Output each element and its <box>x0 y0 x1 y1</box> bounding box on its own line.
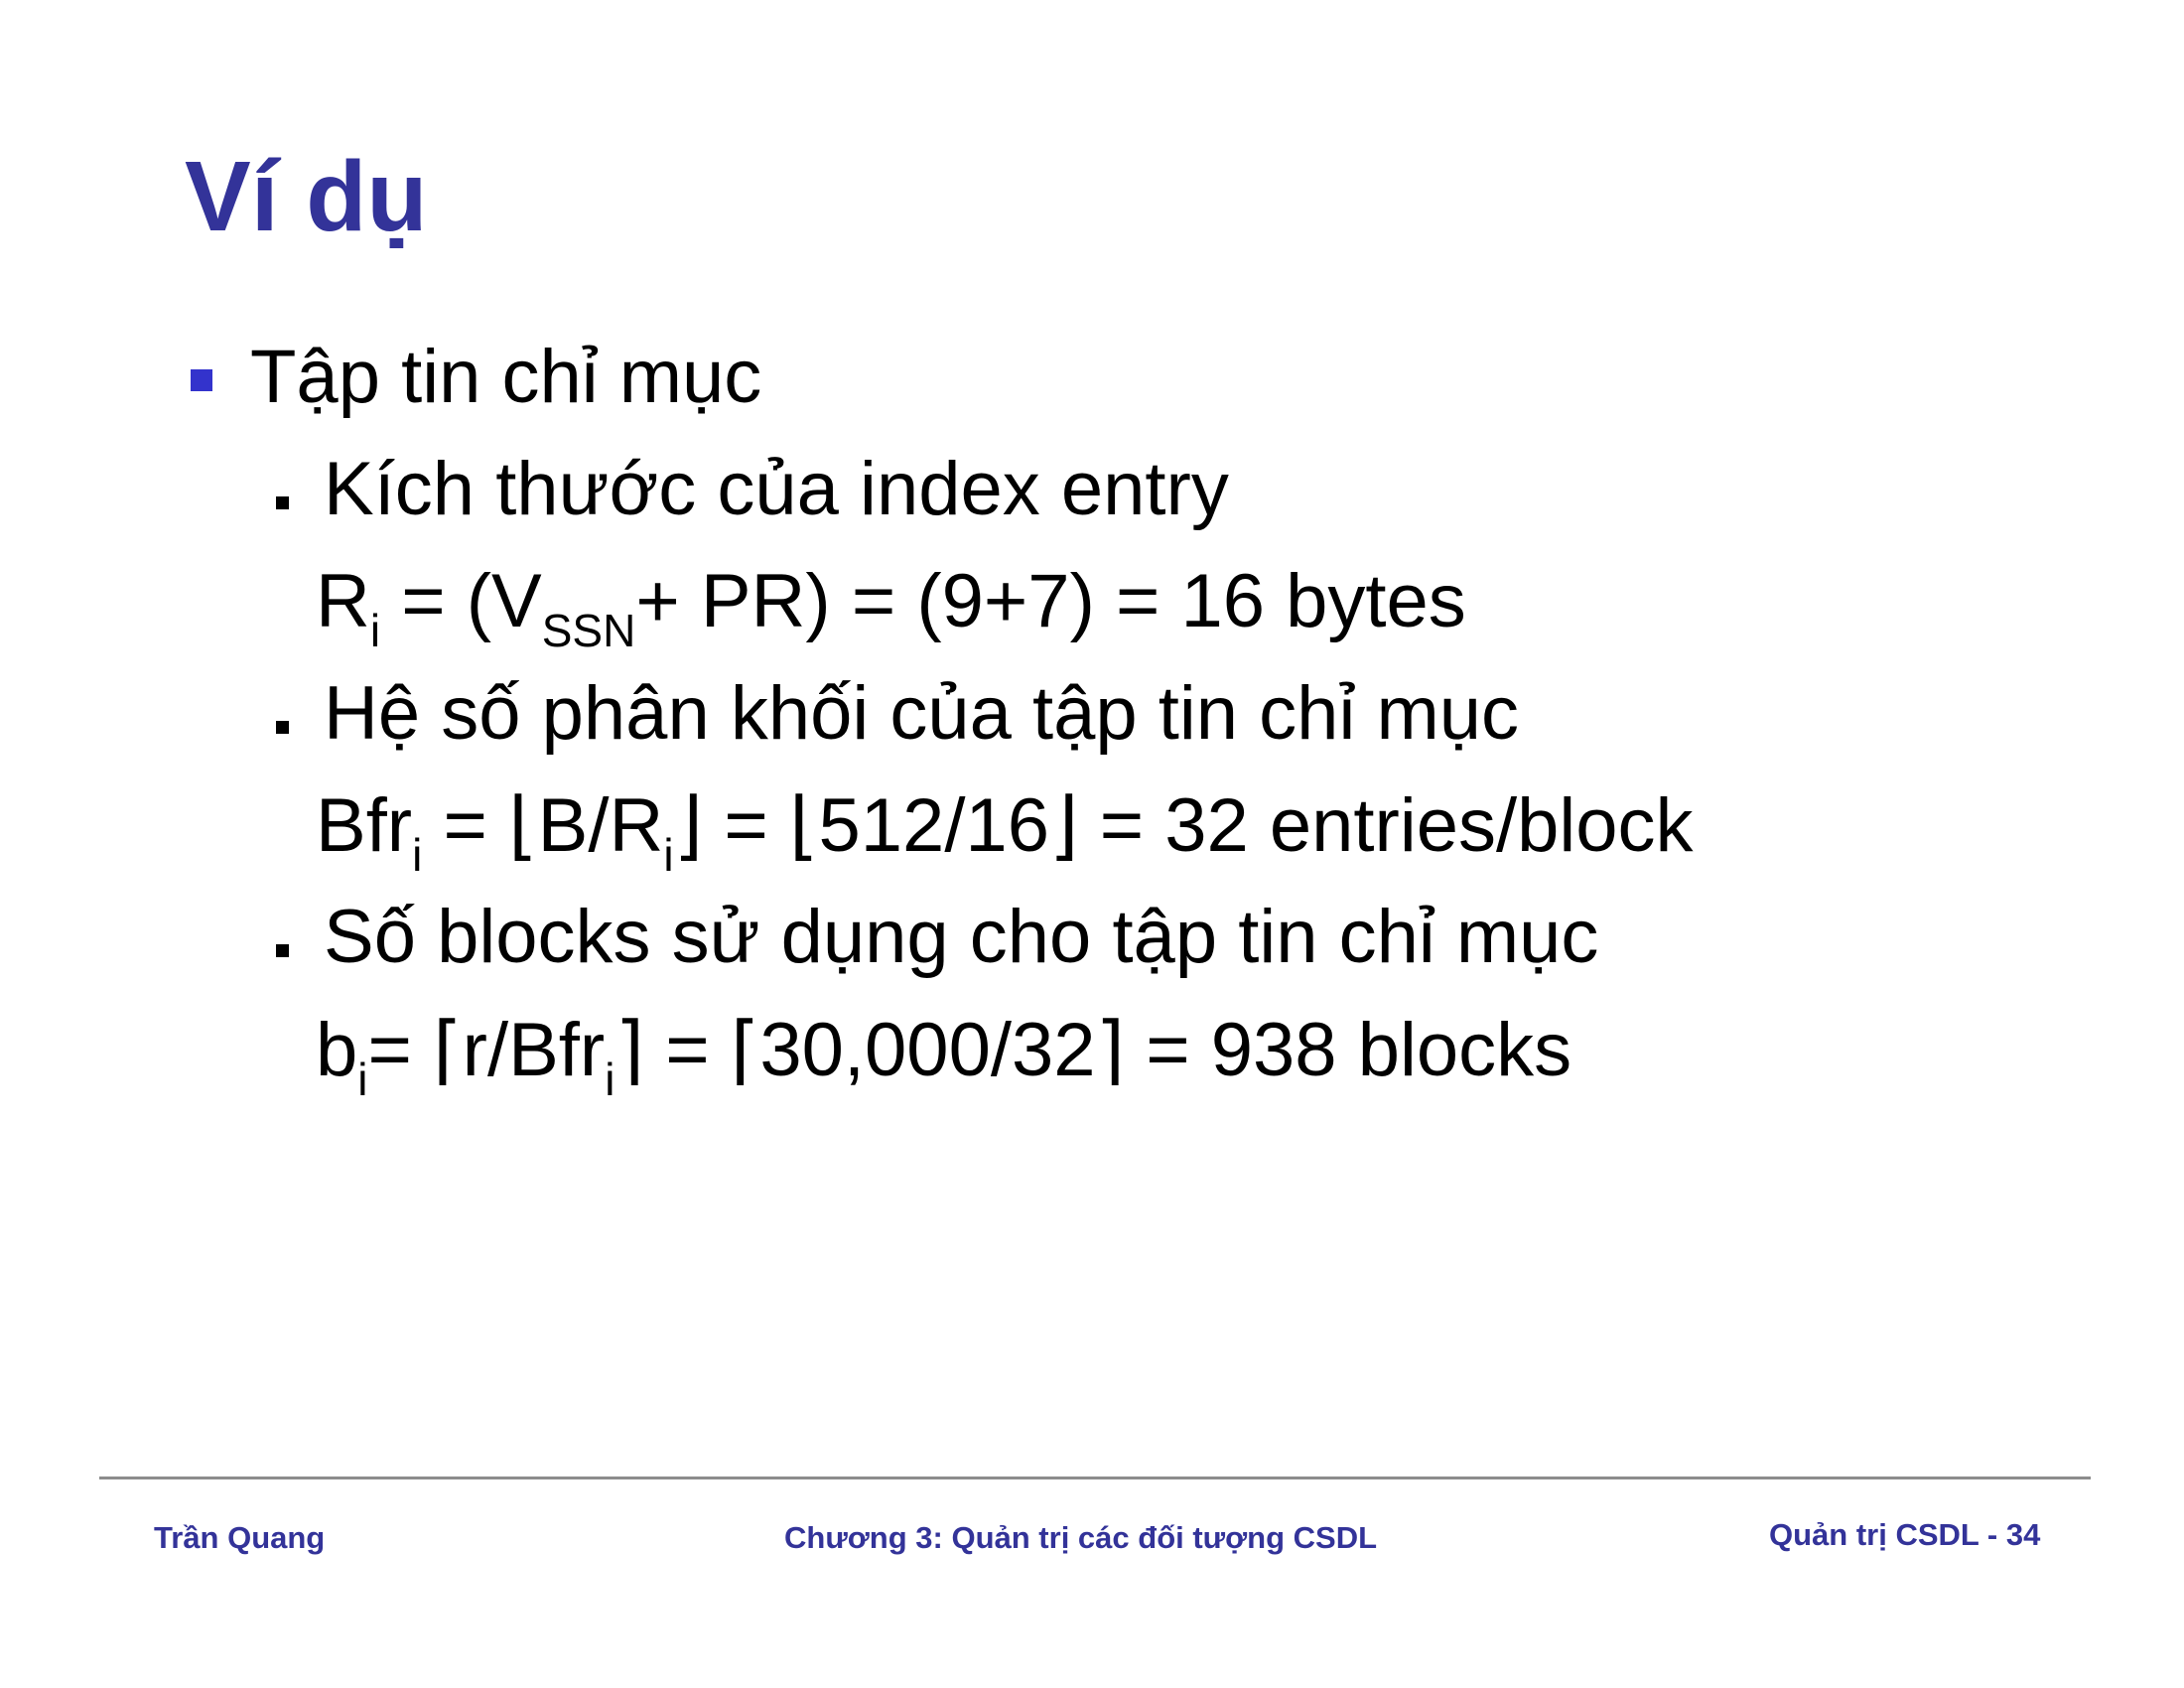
ceil-right-bracket: ⌉ <box>614 1008 645 1092</box>
footer-chapter: Chương 3: Quản trị các đối tượng CSDL <box>784 1520 1378 1555</box>
footer-divider <box>99 1477 2091 1479</box>
formula-subscript: SSN <box>541 605 636 656</box>
sub-bullet-blocking-factor: Hệ số phân khối của tập tin chỉ mục <box>324 671 1520 756</box>
formula-term: + PR) = (9+7) = 16 bytes <box>635 559 1466 643</box>
formula-term: = <box>644 1008 731 1092</box>
formula-entry-size: Ri = (VSSN+ PR) = (9+7) = 16 bytes <box>316 564 1466 654</box>
formula-term: 30,000/32 <box>759 1008 1096 1092</box>
formula-term: = (V <box>380 559 542 643</box>
formula-subscript: i <box>369 605 381 656</box>
formula-term: r/Bfr <box>462 1008 606 1092</box>
sub-bullet-icon <box>276 944 289 957</box>
ceil-right-bracket: ⌉ <box>1095 1008 1126 1092</box>
footer-page-number: Quản trị CSDL - 34 <box>1769 1517 2041 1552</box>
formula-subscript: i <box>605 1054 615 1105</box>
formula-term: = 32 entries/block <box>1078 783 1694 868</box>
sub-bullet-block-count: Số blocks sử dụng cho tập tin chỉ mục <box>324 895 1599 979</box>
formula-term: = <box>367 1008 434 1092</box>
formula-subscript: i <box>412 829 423 881</box>
bullet-text-index-file: Tập tin chỉ mục <box>250 335 762 419</box>
formula-term: b <box>316 1008 358 1092</box>
floor-right-bracket: ⌋ <box>1048 783 1079 868</box>
formula-blocking-factor: Bfri = ⌊B/Ri⌋ = ⌊512/16⌋ = 32 entries/bl… <box>316 783 1694 879</box>
sub-bullet-entry-size: Kích thước của index entry <box>324 447 1229 531</box>
formula-subscript: i <box>663 829 674 881</box>
bullet-square-icon <box>191 369 212 391</box>
formula-term: Bfr <box>316 783 413 868</box>
slide-title: Ví dụ <box>185 141 428 252</box>
formula-subscript: i <box>357 1054 368 1105</box>
sub-bullet-icon <box>276 496 289 509</box>
formula-term: R <box>316 559 370 643</box>
formula-block-count: bi= ⌈r/Bfri⌉ = ⌈30,000/32⌉ = 938 blocks <box>316 1008 1571 1103</box>
floor-left-bracket: ⌊ <box>507 783 538 868</box>
formula-term: 512/16 <box>818 783 1049 868</box>
formula-term: B/R <box>537 783 664 868</box>
ceil-left-bracket: ⌈ <box>730 1008 760 1092</box>
floor-right-bracket: ⌋ <box>673 783 704 868</box>
sub-bullet-icon <box>276 721 289 734</box>
footer-author: Trần Quang <box>154 1520 326 1555</box>
formula-term: = <box>703 783 789 868</box>
formula-term: = 938 blocks <box>1125 1008 1572 1092</box>
ceil-left-bracket: ⌈ <box>433 1008 463 1092</box>
floor-left-bracket: ⌊ <box>788 783 819 868</box>
formula-term: = <box>422 783 508 868</box>
